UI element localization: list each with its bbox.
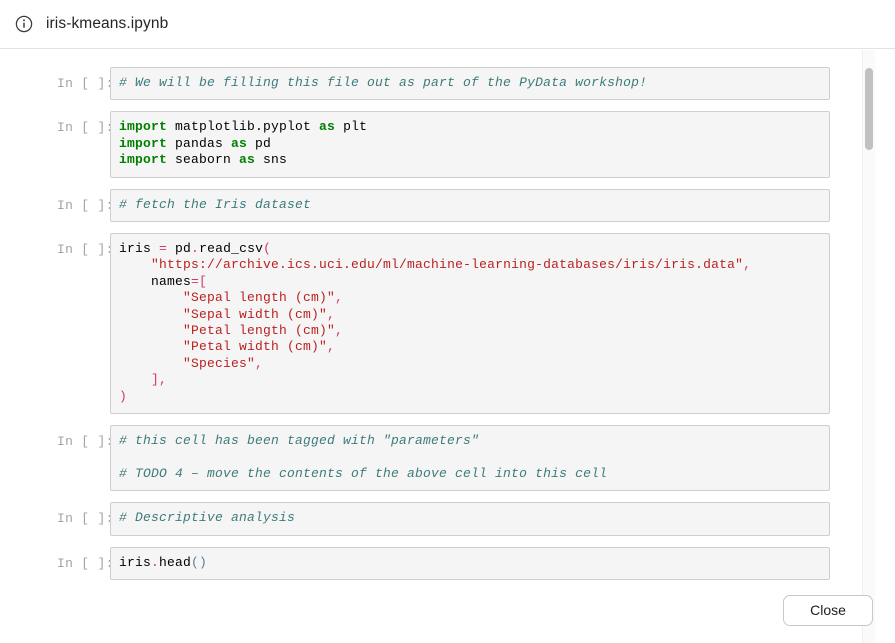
cell-input-area[interactable]: # this cell has been tagged with "parame… [110, 425, 830, 492]
notebook-cell[interactable]: In [ ]: iris.head() [0, 546, 862, 581]
code-token: iris [119, 554, 152, 570]
cell-source: # Descriptive analysis [119, 510, 821, 526]
notebook-cell[interactable]: In [ ]: import matplotlib.pyplot as plt i… [0, 111, 862, 178]
cell-prompt: In [ ]: [57, 434, 114, 450]
code-token [119, 339, 183, 354]
cell-input-area[interactable]: iris.head() [110, 546, 830, 581]
code-token: # TODO 4 – move the contents of the abov… [119, 465, 608, 481]
cell-prompt: In [ ]: [57, 120, 114, 136]
code-token: () [191, 554, 208, 570]
code-token: , [743, 257, 752, 273]
cell-input-area[interactable]: # We will be filling this file out as pa… [110, 67, 830, 101]
titlebar: iris-kmeans.ipynb [0, 0, 895, 49]
cell-prompt: In [ ]: [57, 76, 114, 91]
code-token: "Sepal length (cm)" [183, 290, 336, 306]
code-token: # We will be filling this file out as pa… [119, 75, 648, 90]
notebook-cell[interactable]: In [ ]: # Descriptive analysis [0, 502, 862, 536]
code-token: import [119, 152, 168, 168]
code-token: , [335, 290, 344, 306]
code-token [119, 323, 183, 338]
code-token: as [231, 135, 248, 151]
code-token [119, 290, 183, 305]
cell-list: In [ ]: # We will be filling this file ou… [0, 50, 862, 581]
code-token: ( [263, 241, 272, 257]
notebook-cell[interactable]: In [ ]: # fetch the Iris dataset [0, 188, 862, 223]
notebook-area: In [ ]: # We will be filling this file ou… [0, 50, 895, 643]
code-token: names [119, 273, 192, 289]
code-token: [ [199, 273, 208, 289]
cell-input-area[interactable]: import matplotlib.pyplot as plt import p… [110, 111, 830, 178]
cell-source: # We will be filling this file out as pa… [119, 75, 821, 91]
code-token: plt [335, 119, 368, 135]
cell-prompt: In [ ]: [57, 197, 114, 213]
cell-input-area[interactable]: # fetch the Iris dataset [110, 188, 830, 223]
code-token: matplotlib.pyplot [167, 119, 320, 135]
page-title: iris-kmeans.ipynb [46, 15, 169, 32]
notebook-scroll-region[interactable]: In [ ]: # We will be filling this file ou… [0, 50, 862, 643]
code-token: head [159, 554, 192, 570]
code-token: pd [167, 241, 192, 257]
code-token: "Petal width (cm)" [183, 339, 328, 355]
code-token: , [327, 306, 336, 322]
info-circle-icon [14, 14, 34, 34]
cell-input-area[interactable]: iris = pd.read_csv( "https://archive.ics… [110, 233, 830, 415]
code-token: "Species" [183, 355, 256, 371]
notebook-cell[interactable]: In [ ]: iris = pd.read_csv( "https://arch… [0, 233, 862, 415]
code-token: "https://archive.ics.uci.edu/ml/machine-… [151, 257, 744, 273]
code-token: read_csv [199, 241, 264, 257]
cell-input-area[interactable]: # Descriptive analysis [110, 502, 830, 536]
code-token: seaborn [167, 152, 240, 168]
notebook-cell[interactable]: In [ ]: # We will be filling this file ou… [0, 67, 862, 101]
code-token: iris [119, 241, 160, 257]
cell-source: import matplotlib.pyplot as plt import p… [119, 119, 821, 168]
code-token: , [327, 339, 336, 355]
code-token: import [119, 119, 168, 135]
code-token: . [191, 241, 200, 257]
code-token: "Petal length (cm)" [183, 323, 336, 339]
code-token: . [151, 554, 160, 570]
scrollbar-thumb[interactable] [865, 68, 873, 150]
code-token: import [119, 135, 168, 151]
cell-prompt: In [ ]: [57, 242, 114, 258]
code-token: sns [255, 152, 288, 168]
code-token [119, 257, 151, 272]
code-token [119, 307, 183, 322]
close-button[interactable]: Close [783, 594, 873, 626]
code-token: # fetch the Iris dataset [119, 196, 312, 212]
code-token [119, 372, 151, 387]
code-token: pandas [167, 135, 232, 151]
cell-source: # this cell has been tagged with "parame… [119, 433, 821, 482]
code-token: "Sepal width (cm)" [183, 306, 328, 322]
code-token: as [239, 152, 256, 168]
cell-source: iris.head() [119, 555, 821, 571]
code-token: # Descriptive analysis [119, 510, 296, 526]
cell-prompt: In [ ]: [57, 555, 114, 571]
code-token: # this cell has been tagged with "parame… [119, 433, 480, 449]
cell-prompt: In [ ]: [57, 511, 114, 527]
code-token: as [319, 119, 336, 135]
notebook-cell[interactable]: In [ ]: # this cell has been tagged with … [0, 425, 862, 492]
code-token: ], [151, 372, 168, 388]
notebook-scrollbar[interactable] [862, 50, 875, 643]
code-token: pd [247, 135, 272, 151]
cell-source: iris = pd.read_csv( "https://archive.ics… [119, 241, 821, 405]
code-token: , [255, 355, 264, 371]
code-token: = [191, 273, 200, 289]
code-token: ) [119, 388, 128, 404]
code-token: = [159, 241, 168, 257]
cell-source: # fetch the Iris dataset [119, 197, 821, 213]
code-token [119, 356, 183, 371]
code-token: , [335, 323, 344, 339]
